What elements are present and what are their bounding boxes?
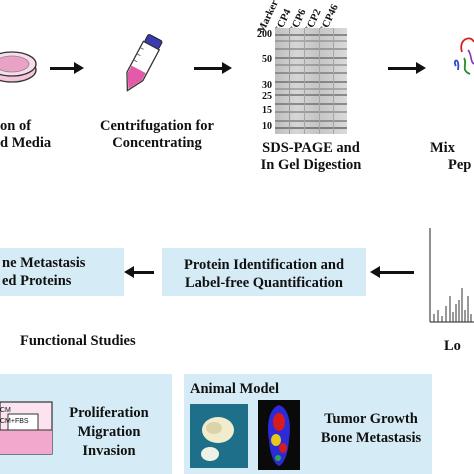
collection-label: on of d Media xyxy=(0,118,52,151)
arrow-centrifugation-to-sds xyxy=(194,62,232,74)
arrow-identification-to-metastasis xyxy=(124,266,154,278)
dish-label-cm: CM xyxy=(0,407,11,414)
dish-label-cm-fbs: CM+FBS xyxy=(0,418,29,425)
metastasis-proteins-box xyxy=(0,248,124,296)
lc-ms-label: Lo xyxy=(444,338,461,354)
cell-assays-label: Proliferation Migration Invasion xyxy=(69,405,149,459)
animal-model-heading: Animal Model xyxy=(190,381,280,397)
centrifuge-tube-icon xyxy=(126,34,163,92)
mw-marker-label: 25 xyxy=(262,91,272,102)
tumor-photo xyxy=(190,404,248,468)
mw-marker-label: 10 xyxy=(262,121,272,132)
centrifugation-label: Centrifugation for Concentrating xyxy=(100,118,214,151)
animal-model-outcomes: Tumor Growth Bone Metastasis xyxy=(320,411,422,446)
petri-dish-icon xyxy=(0,51,37,83)
peptide-label: Mix Pep xyxy=(430,140,472,173)
functional-studies-heading: Functional Studies xyxy=(20,333,136,349)
mw-marker-label: 50 xyxy=(262,54,272,65)
cell-culture-dish-icon xyxy=(0,401,53,455)
mw-marker-label: 15 xyxy=(262,105,272,116)
peptide-mix-icon xyxy=(454,37,474,75)
bioluminescence-mouse-image xyxy=(258,400,300,470)
metastasis-proteins-label: ne Metastasis ed Proteins xyxy=(2,255,86,289)
arrow-collection-to-centrifugation xyxy=(50,62,84,74)
mw-marker-label: 200 xyxy=(257,29,272,40)
identification-box xyxy=(162,248,366,296)
identification-label: Protein Identification and Label-free Qu… xyxy=(183,257,345,291)
mw-marker-label: 30 xyxy=(262,80,272,91)
arrow-sds-to-peptides xyxy=(388,62,426,74)
mass-spectrum-chart xyxy=(429,228,474,323)
sds-page-gel-image xyxy=(275,28,347,134)
sds-page-label: SDS-PAGE and In Gel Digestion xyxy=(260,140,362,173)
arrow-lcms-to-identification xyxy=(370,266,414,278)
